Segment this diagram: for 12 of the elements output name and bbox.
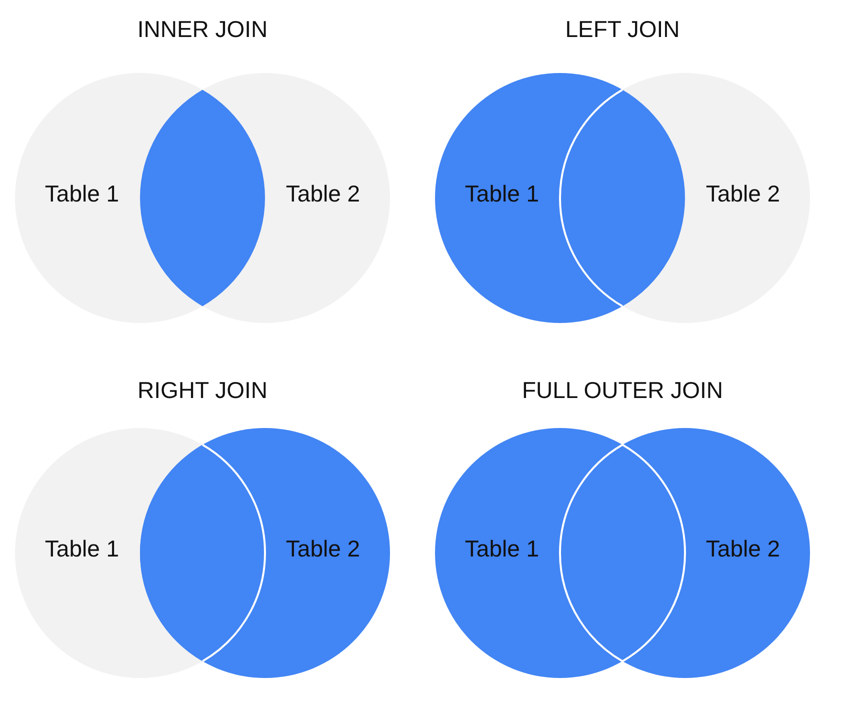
table-label: Table 1	[44, 536, 120, 562]
table-label: Table 1	[464, 180, 540, 208]
table-label: Table 2	[706, 180, 780, 208]
table-label: Table 1	[464, 536, 540, 562]
join-heading: LEFT JOIN	[565, 16, 680, 43]
table-label: Table 1	[44, 180, 120, 208]
table-label: Table 2	[706, 536, 780, 562]
join-heading: INNER JOIN	[137, 16, 268, 43]
table-label: Table 2	[286, 180, 360, 208]
table-label: Table 2	[286, 536, 360, 562]
join-heading: FULL OUTER JOIN	[522, 377, 724, 404]
join-heading: RIGHT JOIN	[138, 377, 268, 404]
